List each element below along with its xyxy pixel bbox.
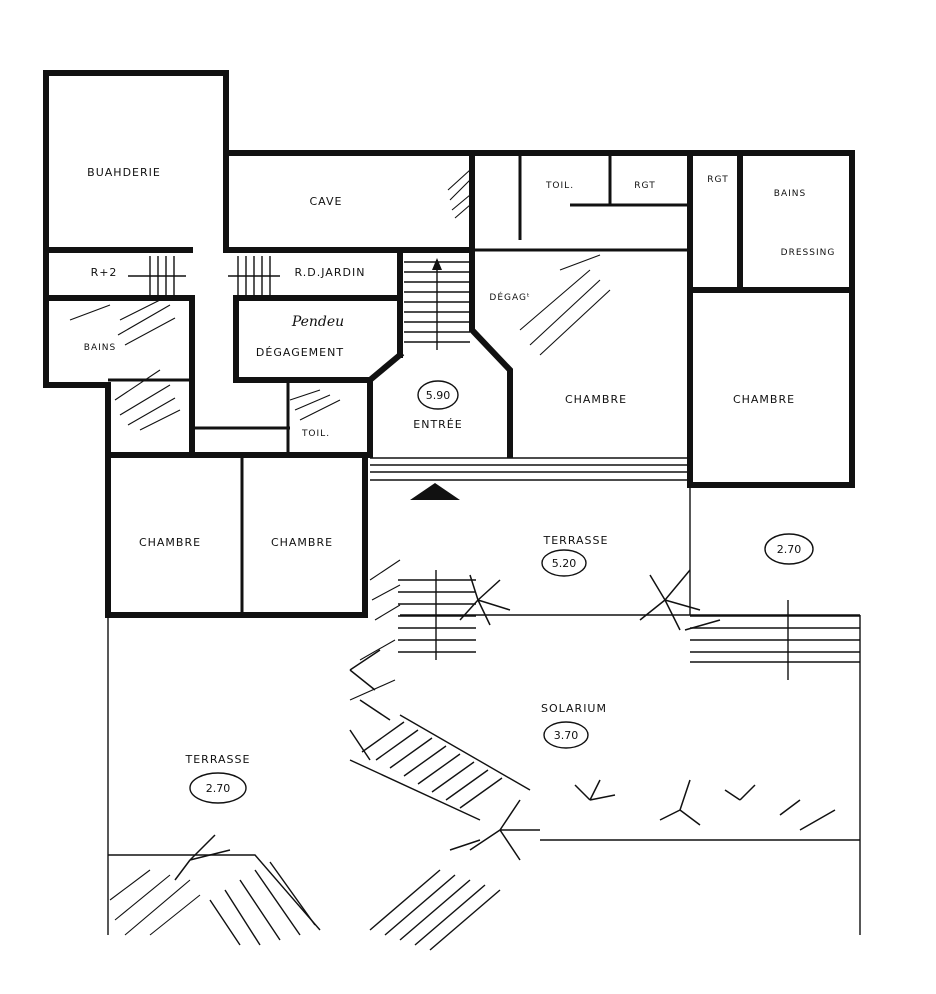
label-terrasse-main: TERRASSE xyxy=(543,534,609,547)
label-degagement: DÉGAGEMENT xyxy=(256,346,344,359)
level-markers: 5.90 5.20 2.70 3.70 2.70 xyxy=(189,380,814,804)
label-rd-jardin: R.D.JARDIN xyxy=(295,266,366,279)
stairs xyxy=(128,256,860,951)
label-r2: R+2 xyxy=(91,266,118,279)
terrace-stair xyxy=(398,570,476,660)
r2-stair xyxy=(128,256,186,296)
terrace-outlines xyxy=(107,485,861,935)
rd-jardin-stair xyxy=(228,256,280,296)
label-rgt-small: RGT xyxy=(707,175,728,185)
label-toil-mid: TOIL. xyxy=(301,429,330,439)
svg-text:3.70: 3.70 xyxy=(554,729,579,742)
label-dressing: DRESSING xyxy=(781,248,836,258)
label-chambre-left1: CHAMBRE xyxy=(139,536,201,549)
label-penderie: Pendeu xyxy=(291,314,344,330)
label-toil-top: TOIL. xyxy=(545,181,574,191)
svg-text:2.70: 2.70 xyxy=(777,543,802,556)
level-terrasse-main: 5.20 xyxy=(541,549,587,577)
label-solarium: SOLARIUM xyxy=(541,702,607,715)
label-buanderie: BUAHDERIE xyxy=(87,166,161,179)
plants xyxy=(174,569,836,881)
entry-triangle xyxy=(410,483,460,500)
room-labels: BUAHDERIE CAVE TOIL. RGT RGT BAINS DRESS… xyxy=(84,166,836,766)
label-chambre-left2: CHAMBRE xyxy=(271,536,333,549)
label-cave: CAVE xyxy=(310,195,343,208)
bottom-stairs xyxy=(209,861,501,951)
label-degagt: DÉGAGᵗ xyxy=(489,291,530,303)
level-terrasse-low: 2.70 xyxy=(189,772,247,804)
svg-text:5.20: 5.20 xyxy=(552,557,577,570)
svg-text:5.90: 5.90 xyxy=(426,389,451,402)
level-entree: 5.90 xyxy=(417,380,459,410)
label-chambre-right: CHAMBRE xyxy=(733,393,795,406)
label-bains-right: BAINS xyxy=(774,189,806,199)
diagonal-stair xyxy=(349,714,531,821)
level-terrasse-right: 2.70 xyxy=(764,533,814,565)
central-stair xyxy=(404,258,470,350)
label-chambre-center: CHAMBRE xyxy=(565,393,627,406)
label-entree: ENTRÉE xyxy=(413,418,462,431)
label-terrasse-low: TERRASSE xyxy=(185,753,251,766)
svg-text:2.70: 2.70 xyxy=(206,782,231,795)
walls xyxy=(43,70,855,618)
hatching xyxy=(69,169,611,936)
level-solarium: 3.70 xyxy=(543,721,589,749)
label-bains-left: BAINS xyxy=(84,343,116,353)
solarium-steps xyxy=(690,600,860,680)
label-rgt-top: RGT xyxy=(634,181,655,191)
